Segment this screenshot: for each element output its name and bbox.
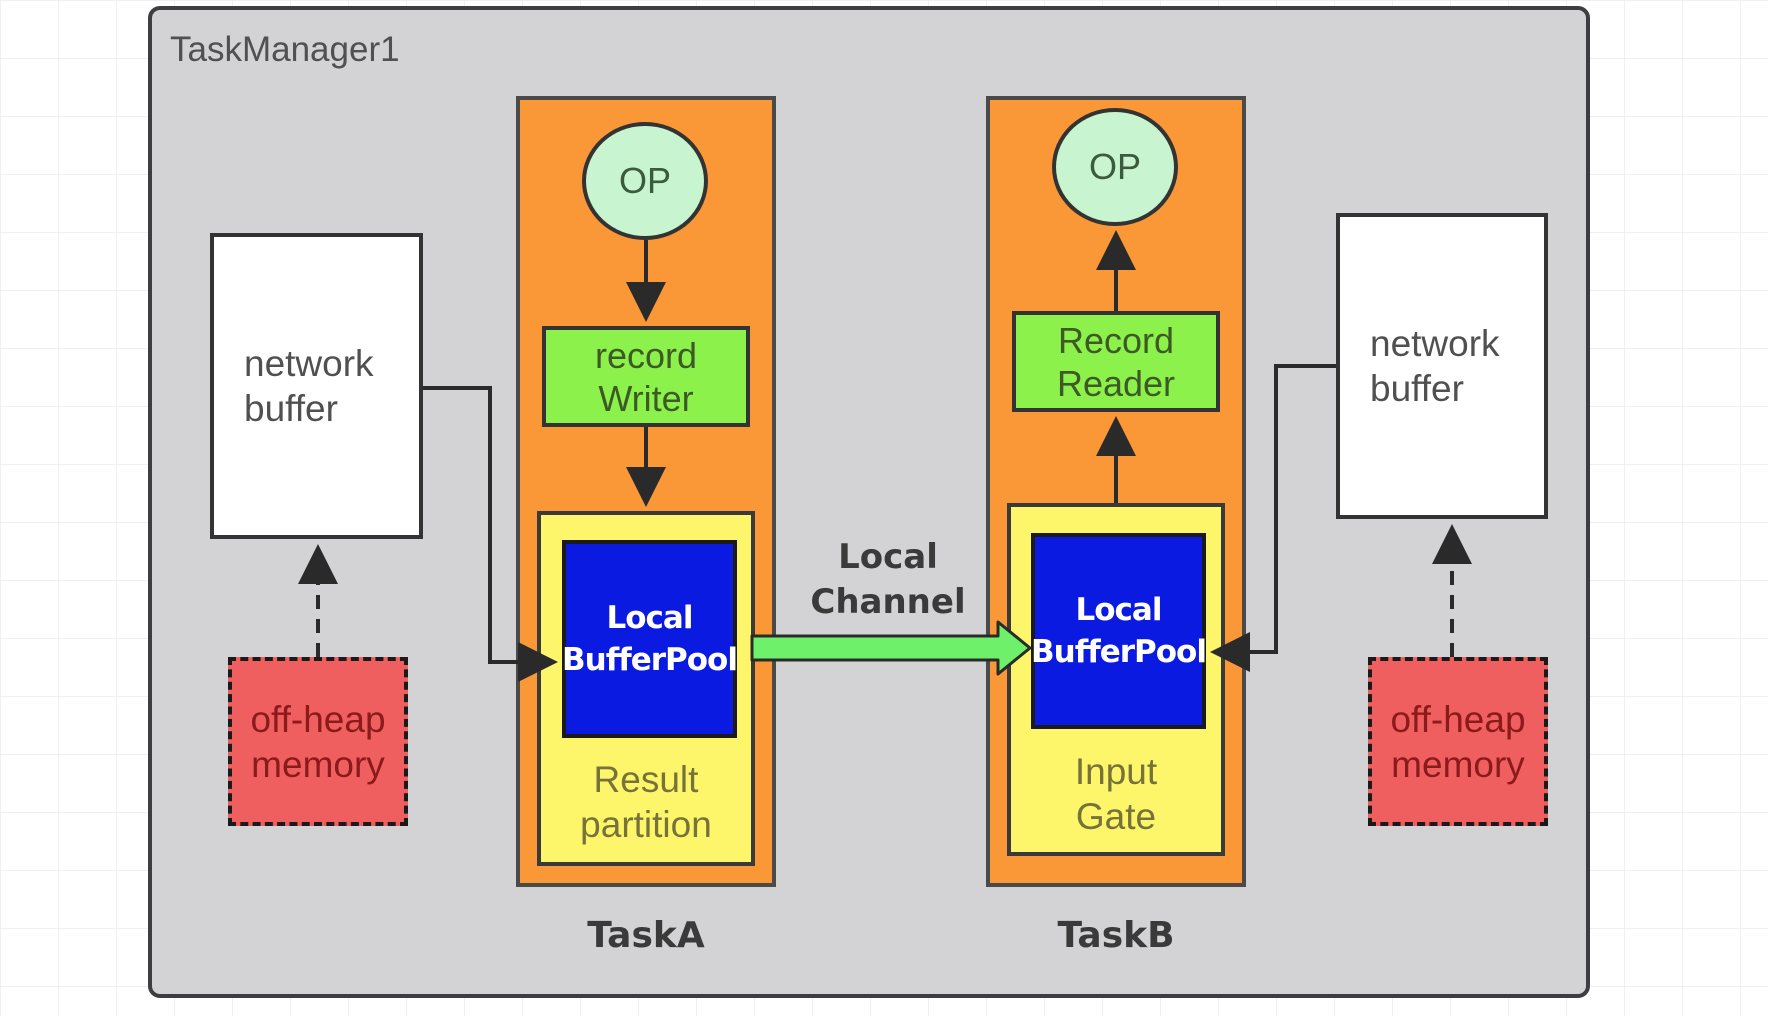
left-network-buffer-label: network buffer [244,343,374,429]
left-network-buffer-box: network buffer [210,233,423,539]
task-a-op-label: OP [618,160,671,201]
arrow-right-buffer-to-pool [1210,364,1336,672]
task-b-label: TaskB [1057,914,1175,956]
task-a-op-node: OP [582,122,708,240]
task-a-record-writer-box: record Writer [542,326,750,427]
right-network-buffer-box: network buffer [1336,213,1548,519]
input-gate-label: Input Gate [1074,751,1158,837]
local-channel-label: Local Channel [810,537,966,622]
right-network-buffer-label: network buffer [1370,323,1500,409]
task-a-buffer-pool-label: Local BufferPool [562,600,738,678]
task-b-buffer-pool: Local BufferPool [1031,533,1207,729]
result-partition-label: Result partition [580,759,712,845]
task-b-record-reader-label: Record Reader [1056,319,1176,404]
task-a-buffer-pool: Local BufferPool [562,540,738,738]
task-b-record-reader-box: Record Reader [1012,311,1220,412]
right-off-heap-box: off-heap memory [1368,657,1548,826]
container-title: TaskManager1 [170,30,400,69]
left-off-heap-box: off-heap memory [228,657,408,826]
task-b-op-label: OP [1088,146,1141,187]
task-b-op-node: OP [1052,108,1178,226]
right-off-heap-label: off-heap memory [1390,698,1526,785]
task-b-buffer-pool-label: Local BufferPool [1031,592,1207,670]
task-a-record-writer-label: record Writer [594,334,698,419]
left-off-heap-label: off-heap memory [250,698,386,785]
local-channel-arrow [750,620,1032,676]
arrow-left-buffer-to-pool [423,386,558,682]
task-a-label: TaskA [587,914,705,956]
